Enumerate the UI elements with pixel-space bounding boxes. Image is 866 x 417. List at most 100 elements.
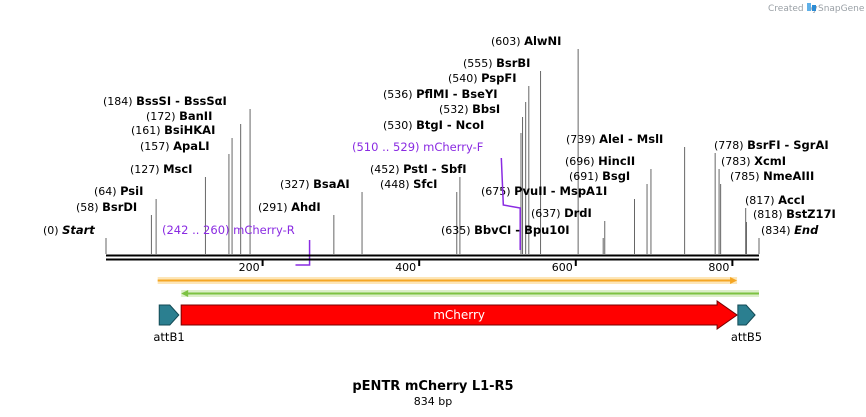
primer-range: (510 .. 529) xyxy=(352,140,423,154)
orf-forward-arrowhead xyxy=(730,277,738,284)
sequence-backbone xyxy=(106,254,759,261)
tick-label: 800 xyxy=(708,261,729,274)
restriction-site-ahdi: (291) AhdI xyxy=(258,200,335,254)
site-name: BsrBI xyxy=(496,56,530,70)
feature-label: attB5 xyxy=(731,330,762,344)
restriction-site-bsgi: (691) BsgI xyxy=(569,169,648,254)
tick-label: 400 xyxy=(395,261,416,274)
site-label: (64) PsiI xyxy=(94,184,143,198)
site-name: BanII xyxy=(179,109,212,123)
feature-attb1: attB1 xyxy=(153,304,185,344)
site-label: (532) BbsI xyxy=(439,102,500,116)
site-name: ApaLI xyxy=(173,139,210,153)
site-position: (540) xyxy=(448,72,481,85)
restriction-site-sfci: (448) SfcI xyxy=(380,177,458,254)
primer-mcherry-f: (510 .. 529) mCherry-F xyxy=(352,140,521,250)
site-label: (637) DrdI xyxy=(531,206,592,220)
site-label: (555) BsrBI xyxy=(463,56,530,70)
site-name: BbsI xyxy=(472,102,500,116)
site-position: (603) xyxy=(491,35,524,48)
site-name: BstZ17I xyxy=(786,207,836,221)
restriction-site-bsrdi: (58) BsrDI xyxy=(76,200,152,254)
restriction-site-xcmi: (783) XcmI xyxy=(718,154,786,254)
site-name: BsrFI - SgrAI xyxy=(747,138,829,152)
site-position: (696) xyxy=(565,155,598,168)
site-position: (817) xyxy=(745,194,778,207)
site-label: (603) AlwNI xyxy=(491,34,561,48)
site-position: (536) xyxy=(383,88,416,101)
site-label: (452) PstI - SbfI xyxy=(370,162,467,176)
site-label: (536) PflMI - BseYI xyxy=(383,87,498,101)
site-label: (157) ApaLI xyxy=(140,139,210,153)
feature-shape xyxy=(180,300,738,330)
boundary-end: (834) End xyxy=(758,223,819,254)
feature-label: mCherry xyxy=(433,308,485,322)
restriction-site-alei: (739) AleI - MslI xyxy=(566,132,686,254)
restriction-site-bbvci: (635) BbvCI - Bpu10I xyxy=(441,223,604,254)
site-name: PflMI - BseYI xyxy=(416,87,497,101)
site-name: AleI - MslI xyxy=(599,132,663,146)
site-name: BsgI xyxy=(602,169,630,183)
site-name: PstI - SbfI xyxy=(403,162,466,176)
site-label: (817) AccI xyxy=(745,193,805,207)
site-name: PspFI xyxy=(481,71,516,85)
site-label: (739) AleI - MslI xyxy=(566,132,663,146)
tick-label: 200 xyxy=(239,261,260,274)
features: attB1 mCherry attB5 xyxy=(153,300,762,344)
snapgene-brand: Created by SnapGene xyxy=(768,3,865,14)
restriction-site-acci: (817) AccI xyxy=(745,193,805,254)
site-label: (448) SfcI xyxy=(380,177,437,191)
primer-name: mCherry-R xyxy=(233,223,295,237)
site-position: (161) xyxy=(131,124,164,137)
site-label: (327) BsaAI xyxy=(280,177,350,191)
site-label: (818) BstZ17I xyxy=(753,207,836,221)
site-position: (818) xyxy=(753,208,786,221)
primer-arrow xyxy=(500,157,521,250)
snapgene-brand-text: SnapGene xyxy=(818,4,865,14)
site-label: (161) BsiHKAI xyxy=(131,123,215,137)
primers: (242 .. 260) mCherry-R (510 .. 529) mCher… xyxy=(162,140,521,266)
restriction-site-psti: (452) PstI - SbfI xyxy=(370,162,467,254)
restriction-site-alwni: (603) AlwNI xyxy=(491,34,579,254)
site-label: (172) BanII xyxy=(146,109,212,123)
site-name: AhdI xyxy=(291,200,321,214)
site-position: (675) xyxy=(481,185,514,198)
site-position: (530) xyxy=(383,119,416,132)
site-label: (675) PvuII - MspA1I xyxy=(481,184,607,198)
boundary-start: (0) Start xyxy=(43,223,107,254)
site-name: XcmI xyxy=(754,154,786,168)
primer-label: (510 .. 529) mCherry-F xyxy=(352,140,483,154)
restriction-site-bsaai: (327) BsaAI xyxy=(280,177,363,254)
restriction-site-banii: (172) BanII xyxy=(146,109,242,254)
primer-mcherry-r: (242 .. 260) mCherry-R xyxy=(162,223,311,266)
site-position: (58) xyxy=(76,201,102,214)
site-name: BssSI - BssSαI xyxy=(136,94,227,108)
site-name: BsiHKAI xyxy=(164,123,215,137)
primer-arrow xyxy=(295,240,311,266)
site-label: (530) BtgI - NcoI xyxy=(383,118,484,132)
site-label: (785) NmeAIII xyxy=(730,169,814,183)
orf-reverse xyxy=(181,290,759,297)
restriction-site-bstz17i: (818) BstZ17I xyxy=(745,207,836,254)
site-label: (635) BbvCI - Bpu10I xyxy=(441,223,570,237)
site-position: (532) xyxy=(439,103,472,116)
site-name: AlwNI xyxy=(524,34,561,48)
site-name: PsiI xyxy=(120,184,143,198)
site-name: BsaAI xyxy=(313,177,350,191)
restriction-site-bsrbi: (555) BsrBI xyxy=(463,56,542,254)
restriction-site-msci: (127) MscI xyxy=(130,162,206,254)
site-position: (555) xyxy=(463,57,496,70)
site-position: (172) xyxy=(146,110,179,123)
map-length: 834 bp xyxy=(414,395,452,408)
restriction-site-bsihkai: (161) BsiHKAI xyxy=(131,123,233,254)
site-name: Start xyxy=(62,223,95,237)
site-name: End xyxy=(794,223,819,237)
orf-reverse-arrowhead xyxy=(181,290,189,297)
site-label: (834) End xyxy=(761,223,819,237)
site-name: AccI xyxy=(778,193,805,207)
site-label: (184) BssSI - BssSαI xyxy=(103,94,227,108)
restriction-site-btgi: (530) BtgI - NcoI xyxy=(383,118,522,254)
feature-attb5: attB5 xyxy=(731,304,762,344)
site-name: MscI xyxy=(163,162,192,176)
site-label: (691) BsgI xyxy=(569,169,630,183)
